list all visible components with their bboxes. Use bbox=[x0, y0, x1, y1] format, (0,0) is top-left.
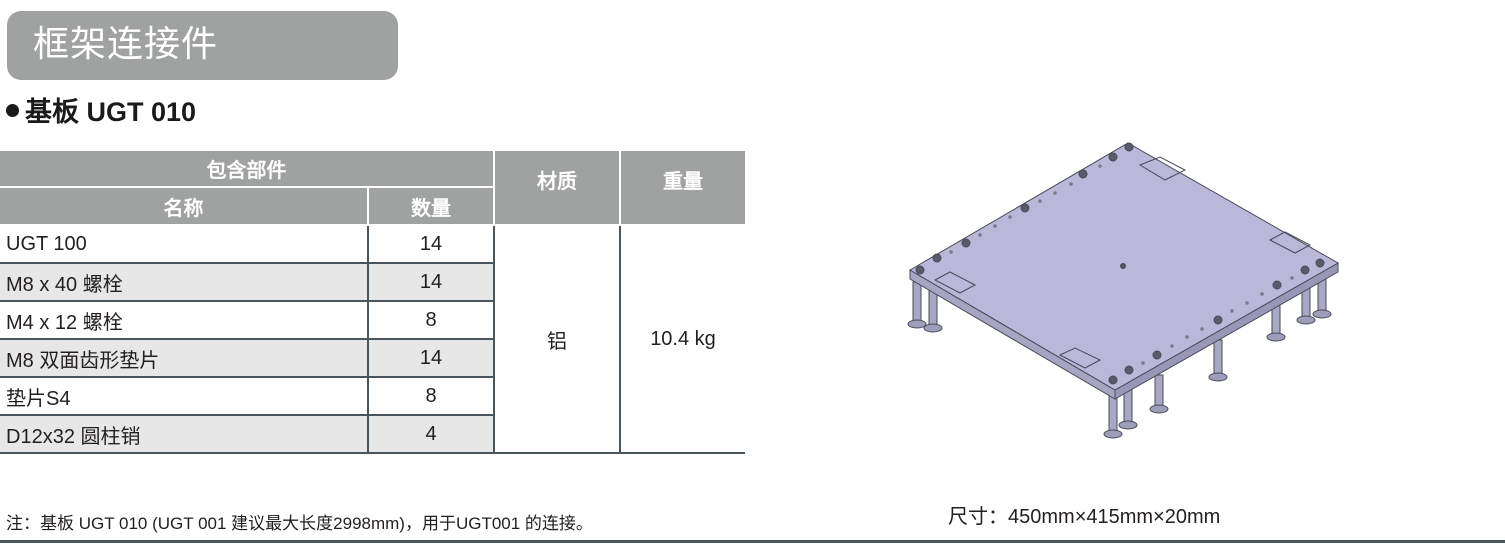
table-row: 垫片S4 8 bbox=[0, 377, 745, 416]
footnote: 注：基板 UGT 010 (UGT 001 建议最大长度2998mm)，用于UG… bbox=[6, 514, 593, 533]
part-quantity: 14 bbox=[367, 225, 494, 264]
bullet-icon bbox=[6, 104, 19, 118]
material-header: 材质 bbox=[493, 151, 620, 226]
table-row: M8 x 40 螺栓 14 bbox=[0, 263, 745, 302]
part-quantity: 14 bbox=[367, 339, 494, 378]
part-name: D12x32 圆柱销 bbox=[0, 415, 368, 454]
table-row: D12x32 圆柱销 4 bbox=[0, 415, 745, 454]
section-title: 框架连接件 bbox=[33, 24, 219, 65]
name-header: 名称 bbox=[0, 187, 368, 226]
part-quantity: 14 bbox=[367, 263, 494, 302]
base-plate-drawing-icon bbox=[907, 142, 1340, 439]
section-title-bar: 框架连接件 bbox=[7, 11, 398, 80]
product-name: 基板 UGT 010 bbox=[25, 97, 197, 127]
included-parts-header: 包含部件 bbox=[0, 151, 494, 188]
part-name: M8 双面齿形垫片 bbox=[0, 339, 368, 378]
table-row: M4 x 12 螺栓 8 bbox=[0, 301, 745, 340]
part-quantity: 4 bbox=[367, 415, 494, 454]
quantity-header: 数量 bbox=[367, 187, 494, 226]
part-name: M4 x 12 螺栓 bbox=[0, 301, 368, 340]
part-name: M8 x 40 螺栓 bbox=[0, 263, 368, 302]
part-quantity: 8 bbox=[367, 377, 494, 416]
part-quantity: 8 bbox=[367, 301, 494, 340]
parts-table: 包含部件 材质 重量 名称 数量 UGT 100 14 铝 10.4 kg M8… bbox=[0, 151, 745, 454]
dimensions-label: 尺寸：450mm×415mm×20mm bbox=[948, 506, 1221, 528]
weight-header: 重量 bbox=[619, 151, 745, 226]
product-heading: 基板 UGT 010 bbox=[6, 94, 196, 130]
table-row: M8 双面齿形垫片 14 bbox=[0, 339, 745, 378]
weight-value: 10.4 kg bbox=[619, 225, 745, 454]
table-row: UGT 100 14 铝 10.4 kg bbox=[0, 225, 745, 454]
bottom-divider bbox=[0, 540, 1505, 543]
part-name: UGT 100 bbox=[0, 225, 368, 264]
part-name: 垫片S4 bbox=[0, 377, 368, 416]
material-value: 铝 bbox=[493, 225, 620, 454]
